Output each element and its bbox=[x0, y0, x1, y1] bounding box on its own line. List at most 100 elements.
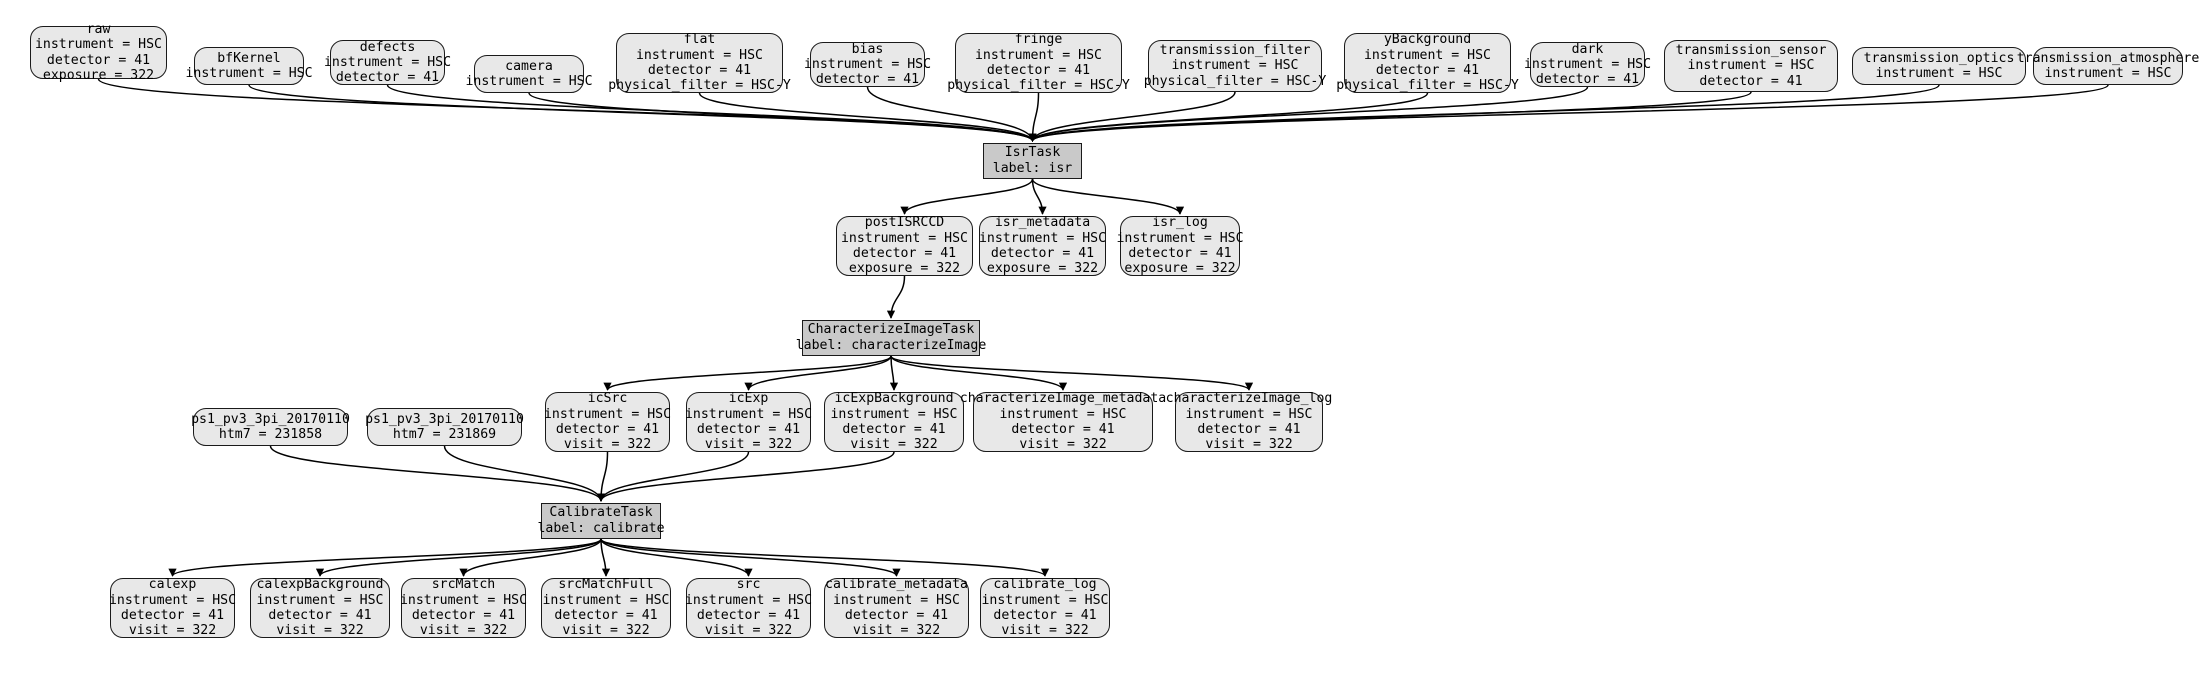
node-line: label: characterizeImage bbox=[796, 338, 987, 354]
edge-flat-to-IsrTask bbox=[700, 93, 1033, 141]
node-line: label: calibrate bbox=[537, 521, 664, 537]
node-line: instrument = HSC bbox=[1116, 231, 1243, 246]
edge-CalibrateTask-to-srcMatch bbox=[464, 539, 602, 576]
node-line: instrument = HSC bbox=[685, 407, 812, 422]
dataset-node-calexpBackground[interactable]: calexpBackgroundinstrument = HSCdetector… bbox=[250, 578, 390, 638]
dataset-node-srcMatchFull[interactable]: srcMatchFullinstrument = HSCdetector = 4… bbox=[541, 578, 671, 638]
edge-postISRCCD-to-CharacterizeImageTask bbox=[891, 276, 905, 318]
node-line: postISRCCD bbox=[865, 215, 944, 230]
node-line: physical_filter = HSC-Y bbox=[1336, 78, 1519, 93]
dataset-node-calibrate_log[interactable]: calibrate_loginstrument = HSCdetector = … bbox=[980, 578, 1110, 638]
node-line: icSrc bbox=[588, 391, 628, 406]
dataset-node-raw[interactable]: rawinstrument = HSCdetector = 41exposure… bbox=[30, 26, 167, 79]
edge-transmission_sensor-to-IsrTask bbox=[1033, 92, 1752, 141]
node-line: instrument = HSC bbox=[981, 593, 1108, 608]
dataset-node-yBackground[interactable]: yBackgroundinstrument = HSCdetector = 41… bbox=[1344, 33, 1511, 93]
node-line: transmission_optics bbox=[1864, 51, 2015, 66]
task-node-CharacterizeImageTask[interactable]: CharacterizeImageTasklabel: characterize… bbox=[802, 320, 980, 356]
node-line: instrument = HSC bbox=[979, 231, 1106, 246]
node-line: detector = 41 bbox=[47, 53, 150, 68]
node-line: dark bbox=[1572, 42, 1604, 57]
edge-CalibrateTask-to-calibrate_log bbox=[601, 539, 1045, 576]
dataset-node-fringe[interactable]: fringeinstrument = HSCdetector = 41physi… bbox=[955, 33, 1122, 93]
node-line: instrument = HSC bbox=[1524, 57, 1651, 72]
dataset-node-transmission_optics[interactable]: transmission_opticsinstrument = HSC bbox=[1852, 47, 2026, 85]
dataset-node-transmission_sensor[interactable]: transmission_sensorinstrument = HSCdetec… bbox=[1664, 40, 1838, 92]
dataset-node-isr_metadata[interactable]: isr_metadatainstrument = HSCdetector = 4… bbox=[979, 216, 1106, 276]
node-line: detector = 41 bbox=[1128, 246, 1231, 261]
node-line: detector = 41 bbox=[842, 422, 945, 437]
dataset-node-dark[interactable]: darkinstrument = HSCdetector = 41 bbox=[1530, 42, 1645, 87]
edge-transmission_atmosphere-to-IsrTask bbox=[1033, 85, 2109, 141]
dataset-node-transmission_filter[interactable]: transmission_filterinstrument = HSCphysi… bbox=[1148, 40, 1322, 92]
dataset-node-bfKernel[interactable]: bfKernelinstrument = HSC bbox=[194, 47, 304, 85]
node-line: icExpBackground bbox=[834, 391, 953, 406]
node-line: instrument = HSC bbox=[636, 48, 763, 63]
node-line: detector = 41 bbox=[1197, 422, 1300, 437]
edge-fringe-to-IsrTask bbox=[1033, 93, 1039, 141]
node-line: yBackground bbox=[1384, 32, 1471, 47]
dataset-node-bias[interactable]: biasinstrument = HSCdetector = 41 bbox=[810, 42, 925, 87]
node-line: icExp bbox=[729, 391, 769, 406]
dataset-node-icExp[interactable]: icExpinstrument = HSCdetector = 41visit … bbox=[686, 392, 811, 452]
node-line: detector = 41 bbox=[1536, 72, 1639, 87]
node-line: instrument = HSC bbox=[544, 407, 671, 422]
node-line: characterizeImage_metadata bbox=[960, 391, 1166, 406]
node-line: htm7 = 231858 bbox=[219, 427, 322, 442]
dataset-node-camera[interactable]: camerainstrument = HSC bbox=[474, 55, 584, 93]
node-line: srcMatch bbox=[432, 577, 496, 592]
node-line: bias bbox=[852, 42, 884, 57]
node-line: detector = 41 bbox=[412, 608, 515, 623]
edge-CalibrateTask-to-calexpBackground bbox=[320, 539, 601, 576]
node-line: detector = 41 bbox=[993, 608, 1096, 623]
node-line: CalibrateTask bbox=[549, 505, 652, 521]
dataset-node-transmission_atmosphere[interactable]: transmission_atmosphereinstrument = HSC bbox=[2033, 47, 2183, 85]
node-line: physical_filter = HSC-Y bbox=[1144, 74, 1327, 89]
dataset-node-isr_log[interactable]: isr_loginstrument = HSCdetector = 41expo… bbox=[1120, 216, 1240, 276]
node-line: isr_log bbox=[1152, 215, 1208, 230]
node-line: instrument = HSC bbox=[35, 37, 162, 52]
node-line: transmission_atmosphere bbox=[2017, 51, 2199, 66]
node-line: label: isr bbox=[993, 161, 1072, 177]
node-line: detector = 41 bbox=[853, 246, 956, 261]
node-line: instrument = HSC bbox=[109, 593, 236, 608]
node-line: instrument = HSC bbox=[465, 74, 592, 89]
node-line: detector = 41 bbox=[121, 608, 224, 623]
node-line: camera bbox=[505, 59, 553, 74]
edge-icSrc-to-CalibrateTask bbox=[601, 452, 608, 501]
dataset-node-postISRCCD[interactable]: postISRCCDinstrument = HSCdetector = 41e… bbox=[836, 216, 973, 276]
dataset-node-calibrate_metadata[interactable]: calibrate_metadatainstrument = HSCdetect… bbox=[824, 578, 969, 638]
dataset-node-icExpBackground[interactable]: icExpBackgroundinstrument = HSCdetector … bbox=[824, 392, 964, 452]
node-line: detector = 41 bbox=[816, 72, 919, 87]
node-line: visit = 322 bbox=[1019, 437, 1106, 452]
node-line: CharacterizeImageTask bbox=[808, 322, 975, 338]
task-node-CalibrateTask[interactable]: CalibrateTasklabel: calibrate bbox=[541, 503, 661, 539]
dataset-node-characterizeImage_log[interactable]: characterizeImage_loginstrument = HSCdet… bbox=[1175, 392, 1323, 452]
node-line: visit = 322 bbox=[562, 623, 649, 638]
dataset-node-srcMatch[interactable]: srcMatchinstrument = HSCdetector = 41vis… bbox=[401, 578, 526, 638]
task-node-IsrTask[interactable]: IsrTasklabel: isr bbox=[983, 143, 1082, 179]
node-line: calibrate_metadata bbox=[825, 577, 968, 592]
dataset-node-ps1_a[interactable]: ps1_pv3_3pi_20170110htm7 = 231858 bbox=[193, 408, 348, 446]
node-line: raw bbox=[87, 22, 111, 37]
dataset-node-ps1_b[interactable]: ps1_pv3_3pi_20170110htm7 = 231869 bbox=[367, 408, 522, 446]
edge-dark-to-IsrTask bbox=[1033, 87, 1588, 141]
dataset-node-src[interactable]: srcinstrument = HSCdetector = 41visit = … bbox=[686, 578, 811, 638]
node-line: detector = 41 bbox=[845, 608, 948, 623]
dataset-node-defects[interactable]: defectsinstrument = HSCdetector = 41 bbox=[330, 40, 445, 85]
dataset-node-calexp[interactable]: calexpinstrument = HSCdetector = 41visit… bbox=[110, 578, 235, 638]
node-line: instrument = HSC bbox=[400, 593, 527, 608]
node-line: visit = 322 bbox=[705, 437, 792, 452]
dataset-node-characterizeImage_metadata[interactable]: characterizeImage_metadatainstrument = H… bbox=[973, 392, 1153, 452]
dataset-node-icSrc[interactable]: icSrcinstrument = HSCdetector = 41visit … bbox=[545, 392, 670, 452]
node-line: detector = 41 bbox=[987, 63, 1090, 78]
node-line: detector = 41 bbox=[697, 608, 800, 623]
edge-CalibrateTask-to-calibrate_metadata bbox=[601, 539, 897, 576]
node-line: visit = 322 bbox=[420, 623, 507, 638]
node-line: instrument = HSC bbox=[1171, 58, 1298, 73]
edge-transmission_filter-to-IsrTask bbox=[1033, 92, 1236, 141]
edge-ps1_a-to-CalibrateTask bbox=[271, 446, 602, 501]
node-line: flat bbox=[684, 32, 716, 47]
dataset-node-flat[interactable]: flatinstrument = HSCdetector = 41physica… bbox=[616, 33, 783, 93]
node-line: calibrate_log bbox=[993, 577, 1096, 592]
